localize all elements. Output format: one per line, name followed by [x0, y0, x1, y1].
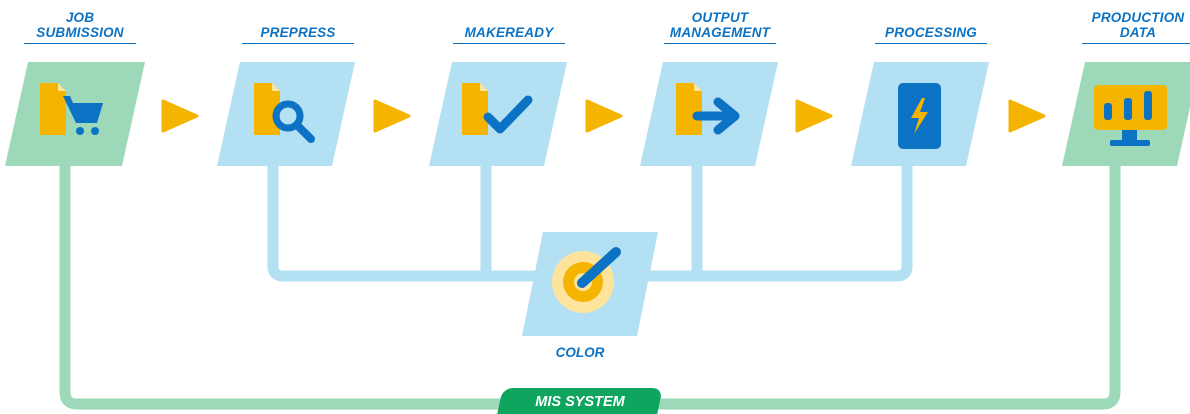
label-line-2: DATA	[1119, 25, 1157, 40]
stage-label-job-submission: JOB SUBMISSION	[5, 10, 155, 44]
prepress-color-connector	[267, 160, 560, 282]
label-line-1: JOB	[65, 10, 95, 25]
stage-label-makeready: MAKEREADY	[434, 25, 584, 44]
lightning-icon	[898, 83, 941, 149]
label-line-2: SUBMISSION	[36, 25, 124, 40]
flow-arrow-icon	[161, 99, 199, 133]
color-target-pen-icon	[552, 247, 621, 313]
flow-arrow-icon	[1008, 99, 1046, 133]
stage-label-output-management: OUTPUT MANAGEMENT	[645, 10, 795, 44]
stage-job-submission	[5, 62, 145, 166]
stage-production-data	[1062, 62, 1190, 166]
label-underline	[242, 43, 354, 44]
stage-label-prepress: PREPRESS	[223, 25, 373, 44]
label-line-1: PRODUCTION	[1091, 10, 1185, 25]
color-node	[522, 232, 658, 336]
stage-label-production-data: PRODUCTION DATA	[1063, 10, 1190, 44]
flow-arrow-icon	[585, 99, 623, 133]
tile-blue	[429, 62, 567, 166]
label-underline	[1082, 43, 1190, 44]
label-underline	[664, 43, 776, 44]
color-label: COLOR	[555, 345, 605, 360]
label-line-2: MAKEREADY	[464, 25, 554, 40]
tile-blue	[217, 62, 355, 166]
label-underline	[24, 43, 136, 44]
shopping-cart-icon	[40, 83, 103, 135]
label-line-2: PREPRESS	[260, 25, 336, 40]
label-underline	[875, 43, 987, 44]
flow-arrow-icon	[795, 99, 833, 133]
stage-processing	[851, 62, 989, 166]
processing-color-connector	[600, 160, 913, 282]
label-line-2: MANAGEMENT	[669, 25, 771, 40]
magnifier-icon	[254, 83, 315, 143]
arrow-right-icon	[676, 83, 740, 135]
flow-arrow-icon	[373, 99, 411, 133]
mis-system-label: MIS SYSTEM	[535, 394, 625, 410]
stage-label-processing: PROCESSING	[856, 25, 1006, 44]
bar-chart-monitor-icon	[1094, 85, 1167, 146]
stage-prepress	[217, 62, 355, 166]
label-line-2: PROCESSING	[884, 25, 978, 40]
stage-makeready	[429, 62, 567, 166]
label-line-1: OUTPUT	[691, 10, 749, 25]
checkmark-icon	[462, 83, 533, 135]
stage-output-management	[640, 62, 778, 166]
label-underline	[453, 43, 565, 44]
